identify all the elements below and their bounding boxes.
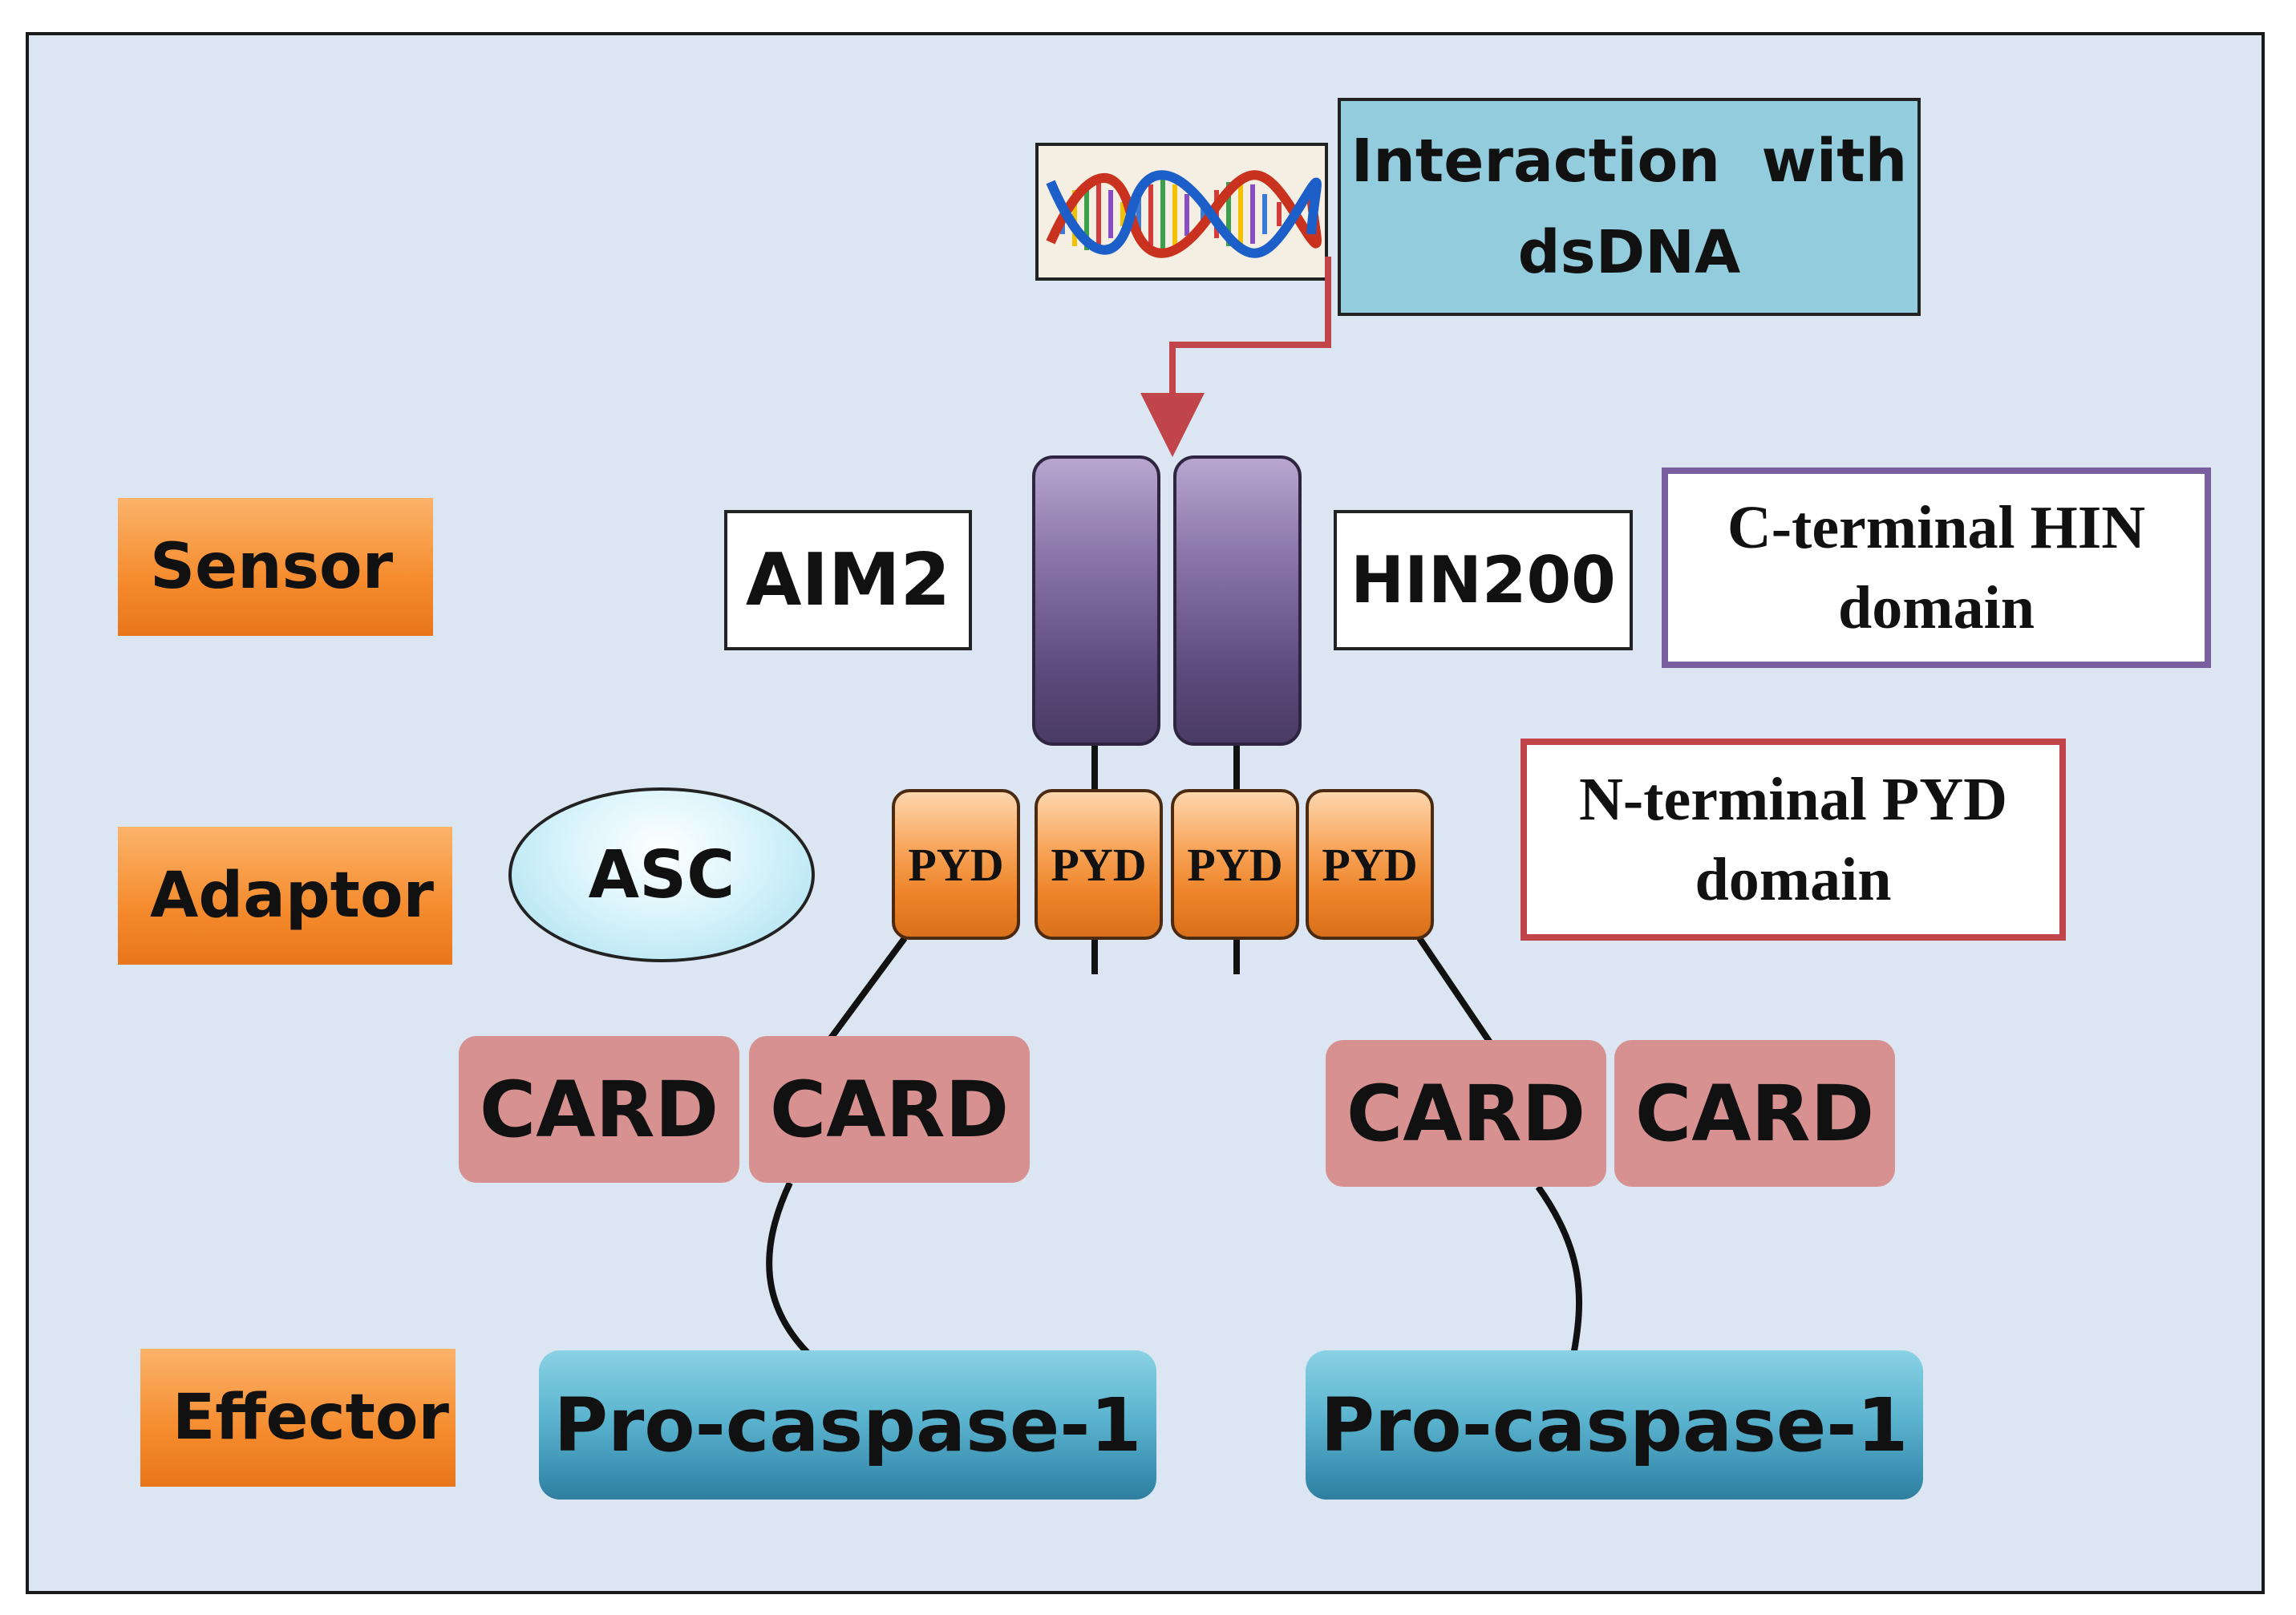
pyd-unit-3: PYD bbox=[1171, 789, 1299, 940]
asc-ellipse: ASC bbox=[508, 787, 815, 962]
procaspase-1-right: Pro-caspase-1 bbox=[1306, 1350, 1923, 1500]
pyd-unit-1: PYD bbox=[892, 789, 1020, 940]
adaptor-level-label: Adaptor bbox=[118, 827, 452, 965]
hin-domain-line1: C-terminal HIN bbox=[1727, 494, 2146, 561]
dsdna-interaction-line1: Interaction with bbox=[1350, 127, 1908, 196]
pyd-card-right-link bbox=[1416, 936, 1493, 1045]
hin200-label: HIN200 bbox=[1334, 510, 1633, 650]
dsdna-interaction-line2: dsDNA bbox=[1517, 218, 1741, 287]
card-unit-4: CARD bbox=[1614, 1040, 1895, 1187]
card-unit-1: CARD bbox=[459, 1036, 739, 1183]
pyd-domain-line1: N-terminal PYD bbox=[1579, 766, 2007, 833]
card-procaspase-left-link bbox=[766, 1181, 812, 1358]
procaspase-1-left: Pro-caspase-1 bbox=[539, 1350, 1156, 1500]
pyd-unit-2: PYD bbox=[1035, 789, 1163, 940]
dna-helix-image bbox=[1035, 143, 1328, 281]
sensor-level-label: Sensor bbox=[118, 498, 433, 636]
card-unit-3: CARD bbox=[1326, 1040, 1606, 1187]
hin200-domain-bar-right bbox=[1173, 455, 1302, 746]
dsdna-interaction-box: Interaction with dsDNA bbox=[1338, 98, 1921, 316]
effector-level-label: Effector bbox=[140, 1349, 456, 1487]
hin-domain-line2: domain bbox=[1838, 574, 2035, 642]
dsdna-arrow bbox=[1140, 257, 1331, 457]
aim2-label: AIM2 bbox=[724, 510, 972, 650]
dna-helix-icon bbox=[1046, 170, 1322, 258]
card-procaspase-right-link bbox=[1535, 1184, 1583, 1356]
hin200-domain-bar-left bbox=[1032, 455, 1160, 746]
c-terminal-hin-domain-box: C-terminal HIN domain bbox=[1662, 468, 2211, 668]
pyd-card-left-link bbox=[824, 936, 908, 1045]
pyd-unit-4: PYD bbox=[1306, 789, 1434, 940]
pyd-domain-line2: domain bbox=[1695, 846, 1892, 913]
card-unit-2: CARD bbox=[749, 1036, 1030, 1183]
n-terminal-pyd-domain-box: N-terminal PYD domain bbox=[1521, 739, 2066, 941]
